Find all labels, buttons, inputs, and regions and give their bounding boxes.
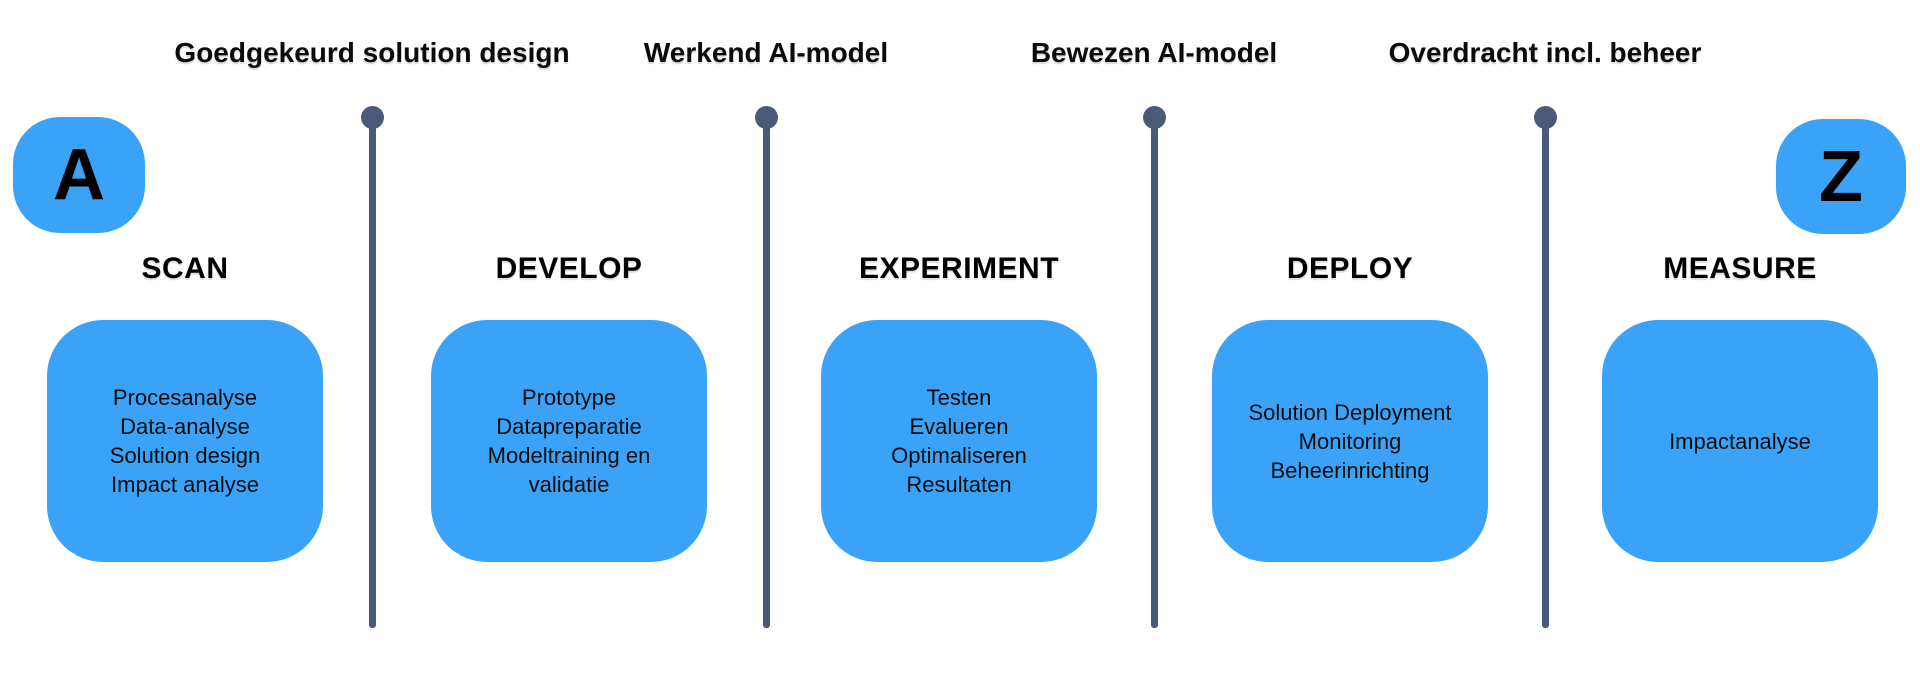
phase-title: EXPERIMENT [858,252,1060,285]
phase-item: Beheerinrichting [1270,457,1430,483]
milestone-line [1150,117,1158,628]
phase-card: Impactanalyse [1602,320,1878,562]
phase-experiment: EXPERIMENT Testen Evalueren Optimalisere… [769,250,1149,562]
milestone-goedgekeurd-solution-design: Goedgekeurd solution design [122,36,622,628]
phase-title: DEPLOY [1286,252,1414,285]
phase-item: Impactanalyse [1669,428,1811,454]
start-marker-a: A [13,117,145,233]
milestone-bewezen-ai-model: Bewezen AI-model [904,36,1404,628]
phase-item: Modeltraining en validatie [487,443,651,497]
phase-scan: SCAN Procesanalyse Data-analyse Solution… [0,250,375,562]
end-marker-z: Z [1776,119,1906,234]
milestone-label: Werkend AI-model [643,37,889,68]
milestone-label: Goedgekeurd solution design [174,37,570,68]
milestone-werkend-ai-model: Werkend AI-model [516,36,1016,628]
phase-item: Procesanalyse [112,385,258,410]
phase-develop: DEVELOP Prototype Datapreparatie Modeltr… [379,250,759,562]
phase-item: Data-analyse [120,414,250,439]
phase-item: Solution design [109,443,261,468]
phase-item: Prototype [521,385,617,410]
phase-item: Evalueren [909,414,1009,439]
phase-item: Resultaten [906,472,1012,497]
phase-measure: MEASURE Impactanalyse [1550,250,1920,562]
phase-item: Datapreparatie [496,414,642,439]
phase-card: Procesanalyse Data-analyse Solution desi… [47,320,323,562]
phase-card: Prototype Datapreparatie Modeltraining e… [431,320,707,562]
phase-item: Optimaliseren [891,443,1027,468]
milestone-label: Overdracht incl. beheer [1388,37,1702,68]
milestone-line [368,117,376,628]
phase-item: Monitoring [1298,428,1402,454]
milestone-overdracht-incl-beheer: Overdracht incl. beheer [1295,36,1795,628]
phase-item: Testen [926,385,992,410]
milestone-label: Bewezen AI-model [1030,37,1278,68]
end-letter: Z [1819,136,1863,217]
phase-title: DEVELOP [495,252,643,285]
phase-item: Impact analyse [111,472,259,497]
start-letter: A [53,135,105,215]
milestone-line [762,117,770,628]
phase-deploy: DEPLOY Solution Deployment Monitoring Be… [1160,250,1540,562]
phase-item: Solution Deployment [1248,399,1452,425]
phase-card: Testen Evalueren Optimaliseren Resultate… [821,320,1097,562]
milestone-line [1541,117,1549,628]
phase-title: MEASURE [1663,252,1817,285]
phase-card: Solution Deployment Monitoring Beheerinr… [1212,320,1488,562]
phase-title: SCAN [141,252,229,285]
